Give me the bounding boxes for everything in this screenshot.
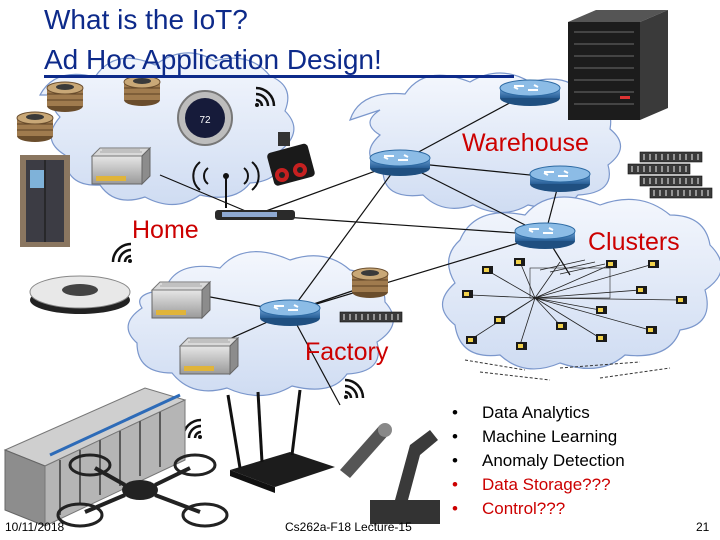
bullet-item: Anomaly Detection <box>450 449 625 473</box>
computer-icon <box>466 336 477 344</box>
sensor-icon <box>16 111 54 143</box>
computer-icon <box>676 296 687 304</box>
computer-icon <box>648 260 659 268</box>
bullet-item: Machine Learning <box>450 425 625 449</box>
footer-page-number: 21 <box>696 520 710 534</box>
computer-icon <box>596 334 607 342</box>
router-icon <box>259 299 321 327</box>
server-icon <box>568 10 668 120</box>
router-wifi-icon <box>226 389 335 493</box>
bullet-list: Data Analytics Machine Learning Anomaly … <box>450 401 625 521</box>
router-icon <box>499 79 561 107</box>
sensor-icon <box>351 267 389 299</box>
disk-array-icon <box>339 311 403 323</box>
fridge-icon <box>20 155 70 247</box>
network-links <box>159 91 571 406</box>
computer-icon <box>494 316 505 324</box>
computer-icon <box>606 260 617 268</box>
router-icon <box>514 222 576 250</box>
title-underline <box>44 75 514 78</box>
footer-course: Cs262a-F18 Lecture-15 <box>285 520 412 534</box>
vacuum-robot-icon <box>29 275 131 314</box>
computer-icon <box>646 326 657 334</box>
label-home: Home <box>132 216 199 244</box>
drone-icon <box>56 453 229 528</box>
disk-array-icon <box>639 151 703 163</box>
slide-title-line-1: What is the IoT? <box>44 4 248 35</box>
home-gateway-router-icon <box>215 210 295 220</box>
robot-arm-icon <box>340 423 440 524</box>
wifi-icon <box>181 418 204 441</box>
computer-icon <box>516 342 527 350</box>
gateway-box-icon <box>179 337 239 375</box>
camera-icon <box>267 132 315 186</box>
computer-icon <box>636 286 647 294</box>
computer-icon <box>596 306 607 314</box>
computer-icon <box>556 322 567 330</box>
disk-array-icon <box>639 175 703 187</box>
router-icon <box>529 165 591 193</box>
disk-array-icon <box>627 163 691 175</box>
computer-icon <box>482 266 493 274</box>
wifi-icon <box>111 242 134 265</box>
thermostat-reading: 72 <box>199 115 211 126</box>
printing-press-icon <box>3 387 187 527</box>
computer-icon <box>514 258 525 266</box>
wifi-icon <box>192 161 260 208</box>
cloud-clusters <box>441 196 720 370</box>
bullet-item: Data Analytics <box>450 401 625 425</box>
sensor-icon <box>123 75 161 107</box>
label-clusters: Clusters <box>588 228 680 256</box>
router-icon <box>369 149 431 177</box>
disk-array-icon <box>649 187 713 199</box>
footer-date: 10/11/2018 <box>5 520 65 534</box>
bullet-item: Control??? <box>450 497 625 521</box>
sensor-icon <box>46 81 84 113</box>
computer-icon <box>462 290 473 298</box>
gateway-box-icon <box>91 147 151 185</box>
label-factory: Factory <box>305 338 389 366</box>
gateway-box-icon <box>151 281 211 319</box>
bullet-item: Data Storage??? <box>450 473 625 497</box>
thermostat-icon: 72 <box>177 90 233 146</box>
wifi-icon <box>342 378 365 401</box>
cluster-nodes <box>462 258 687 381</box>
slide-title-line-2: Ad Hoc Application Design! <box>44 44 382 75</box>
label-warehouse: Warehouse <box>462 129 589 157</box>
